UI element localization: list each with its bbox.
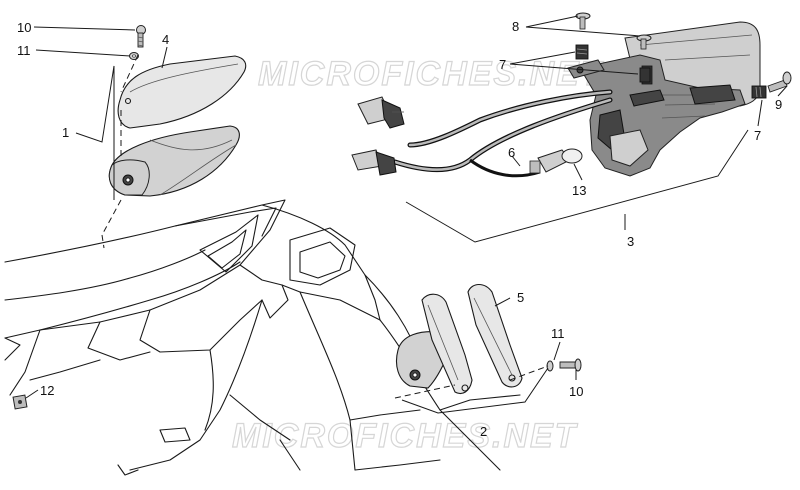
part-3-plate-light-assembly[interactable] [567, 21, 761, 177]
part-7-nut-a[interactable] [575, 44, 589, 60]
callout-2: 2 [480, 424, 487, 439]
callout-10-right: 10 [569, 384, 583, 399]
callout-11-right: 11 [551, 326, 565, 341]
callout-6: 6 [508, 145, 515, 160]
callout-13: 13 [572, 183, 586, 198]
part-11-washer-right[interactable] [546, 360, 554, 372]
part-7-nut-b[interactable] [639, 67, 651, 83]
watermark-top: MICROFICHES.NET [258, 55, 605, 93]
callout-3: 3 [627, 234, 634, 249]
callout-9: 9 [775, 97, 782, 112]
part-8-screw-b[interactable] [636, 34, 652, 50]
part-6-wiring[interactable] [351, 89, 613, 178]
watermark-bottom: MICROFICHES.NET [232, 417, 579, 455]
part-8-screw-a[interactable] [575, 12, 591, 30]
part-7-nut-c[interactable] [751, 85, 767, 99]
part-5-lens-lower[interactable] [467, 283, 523, 388]
callout-12: 12 [40, 383, 54, 398]
part-1-housing-left[interactable] [108, 125, 240, 197]
part-12-clip[interactable] [12, 394, 28, 410]
callout-10-left: 10 [17, 20, 31, 35]
callout-7-right: 7 [754, 128, 761, 143]
part-13-bulb[interactable] [529, 148, 583, 174]
callout-5: 5 [517, 290, 524, 305]
callout-8: 8 [512, 19, 519, 34]
part-2-housing-lower[interactable] [395, 293, 473, 395]
part-4-lens-left[interactable] [117, 55, 247, 129]
callout-1: 1 [62, 125, 69, 140]
part-10-screw-left[interactable] [136, 25, 146, 48]
part-10-screw-right[interactable] [559, 358, 582, 372]
callout-4: 4 [162, 32, 169, 47]
part-9-screw-right[interactable] [767, 71, 792, 93]
callout-7-top: 7 [499, 57, 506, 72]
callout-11-left: 11 [17, 43, 31, 58]
